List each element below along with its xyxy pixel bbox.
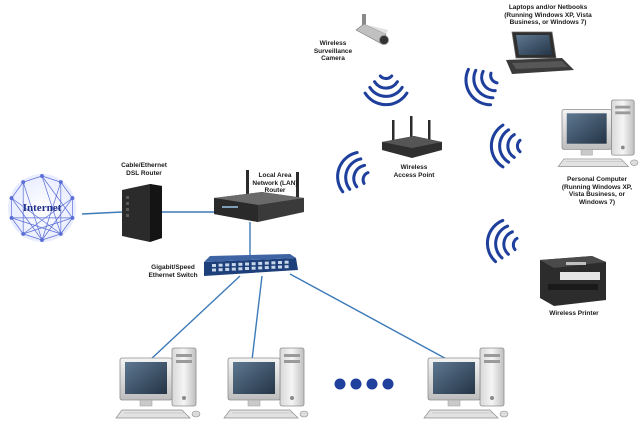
- desktop-pc-icon-wireless: [557, 99, 639, 167]
- internet-label: Internet: [23, 202, 62, 214]
- cable-internet-modem: [81, 211, 123, 215]
- desktop-pc-icon-2: [223, 347, 309, 419]
- cable-switch-pc2: [251, 275, 263, 361]
- wave-printer: [482, 216, 522, 267]
- cable-switch-pc3: [289, 273, 453, 363]
- cables: [81, 211, 453, 363]
- laptop-icon: [506, 31, 574, 74]
- wave-laptop: [457, 58, 507, 113]
- wave-ap-left: [330, 147, 375, 200]
- laptop-label: Laptops and/or Netbooks (Running Windows…: [504, 4, 592, 26]
- internet-cloud-icon: [8, 174, 76, 242]
- desktop-wireless-label: Personal Computer (Running Windows XP, V…: [561, 176, 633, 206]
- switch-label: Gigabit/Speed Ethernet Switch: [148, 264, 198, 279]
- wave-camera: [363, 74, 409, 107]
- modem-label: Cable/Ethernet DSL Router: [121, 162, 167, 177]
- access-point-label: Wireless Access Point: [393, 164, 435, 179]
- wireless-signal-waves: [330, 58, 522, 267]
- access-point-icon: [382, 116, 442, 158]
- desktop-pc-icon-1: [115, 347, 201, 419]
- cable-switch-pc1: [149, 275, 241, 361]
- router-icon: [214, 170, 304, 222]
- desktop-pc-icon-3: [423, 347, 509, 419]
- modem-icon: [122, 184, 162, 242]
- router-label: Local Area Network (LAN) Router: [252, 172, 298, 194]
- printer-icon: [540, 256, 606, 306]
- wave-desktop: [489, 123, 522, 169]
- printer-label: Wireless Printer: [549, 310, 599, 317]
- camera-label: Wireless Surveillance Camera: [313, 40, 353, 62]
- camera-icon: [355, 14, 389, 45]
- switch-icon: [204, 254, 298, 276]
- more-devices-ellipsis-icon: [334, 378, 394, 390]
